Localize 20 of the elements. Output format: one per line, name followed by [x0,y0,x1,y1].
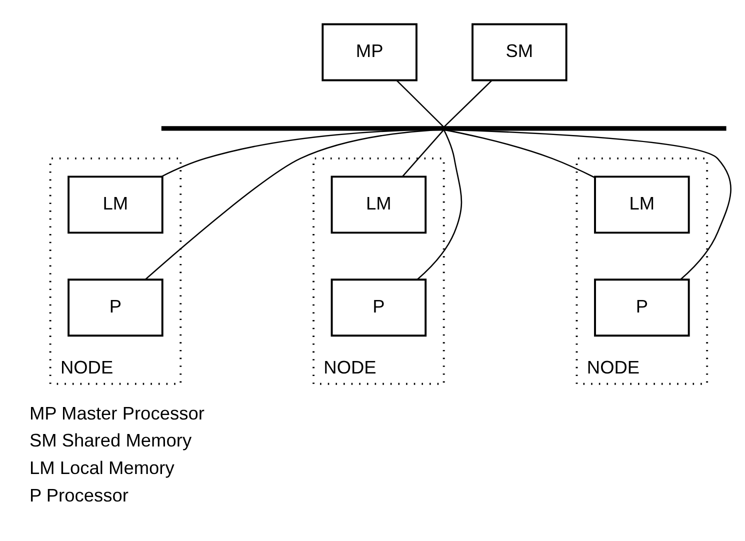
label: SM Shared Memory [29,430,192,451]
node-box: P [594,278,690,337]
connector [416,130,462,280]
node-box: LM [330,176,427,234]
label: LM Local Memory [29,457,174,478]
node-bar [161,126,726,131]
node-box: P [330,278,427,337]
node-box: MP [322,23,418,82]
label: P Processor [29,484,128,506]
node-box: LM [68,176,164,234]
connector [396,80,444,128]
connector [444,129,732,280]
connector [444,129,595,178]
connector [443,80,492,128]
label: MP Master Processor [29,402,204,424]
connector [145,129,444,280]
node-box: SM [472,23,568,82]
connector [402,130,444,177]
node-box: P [68,278,164,337]
node-box: LM [594,176,690,234]
